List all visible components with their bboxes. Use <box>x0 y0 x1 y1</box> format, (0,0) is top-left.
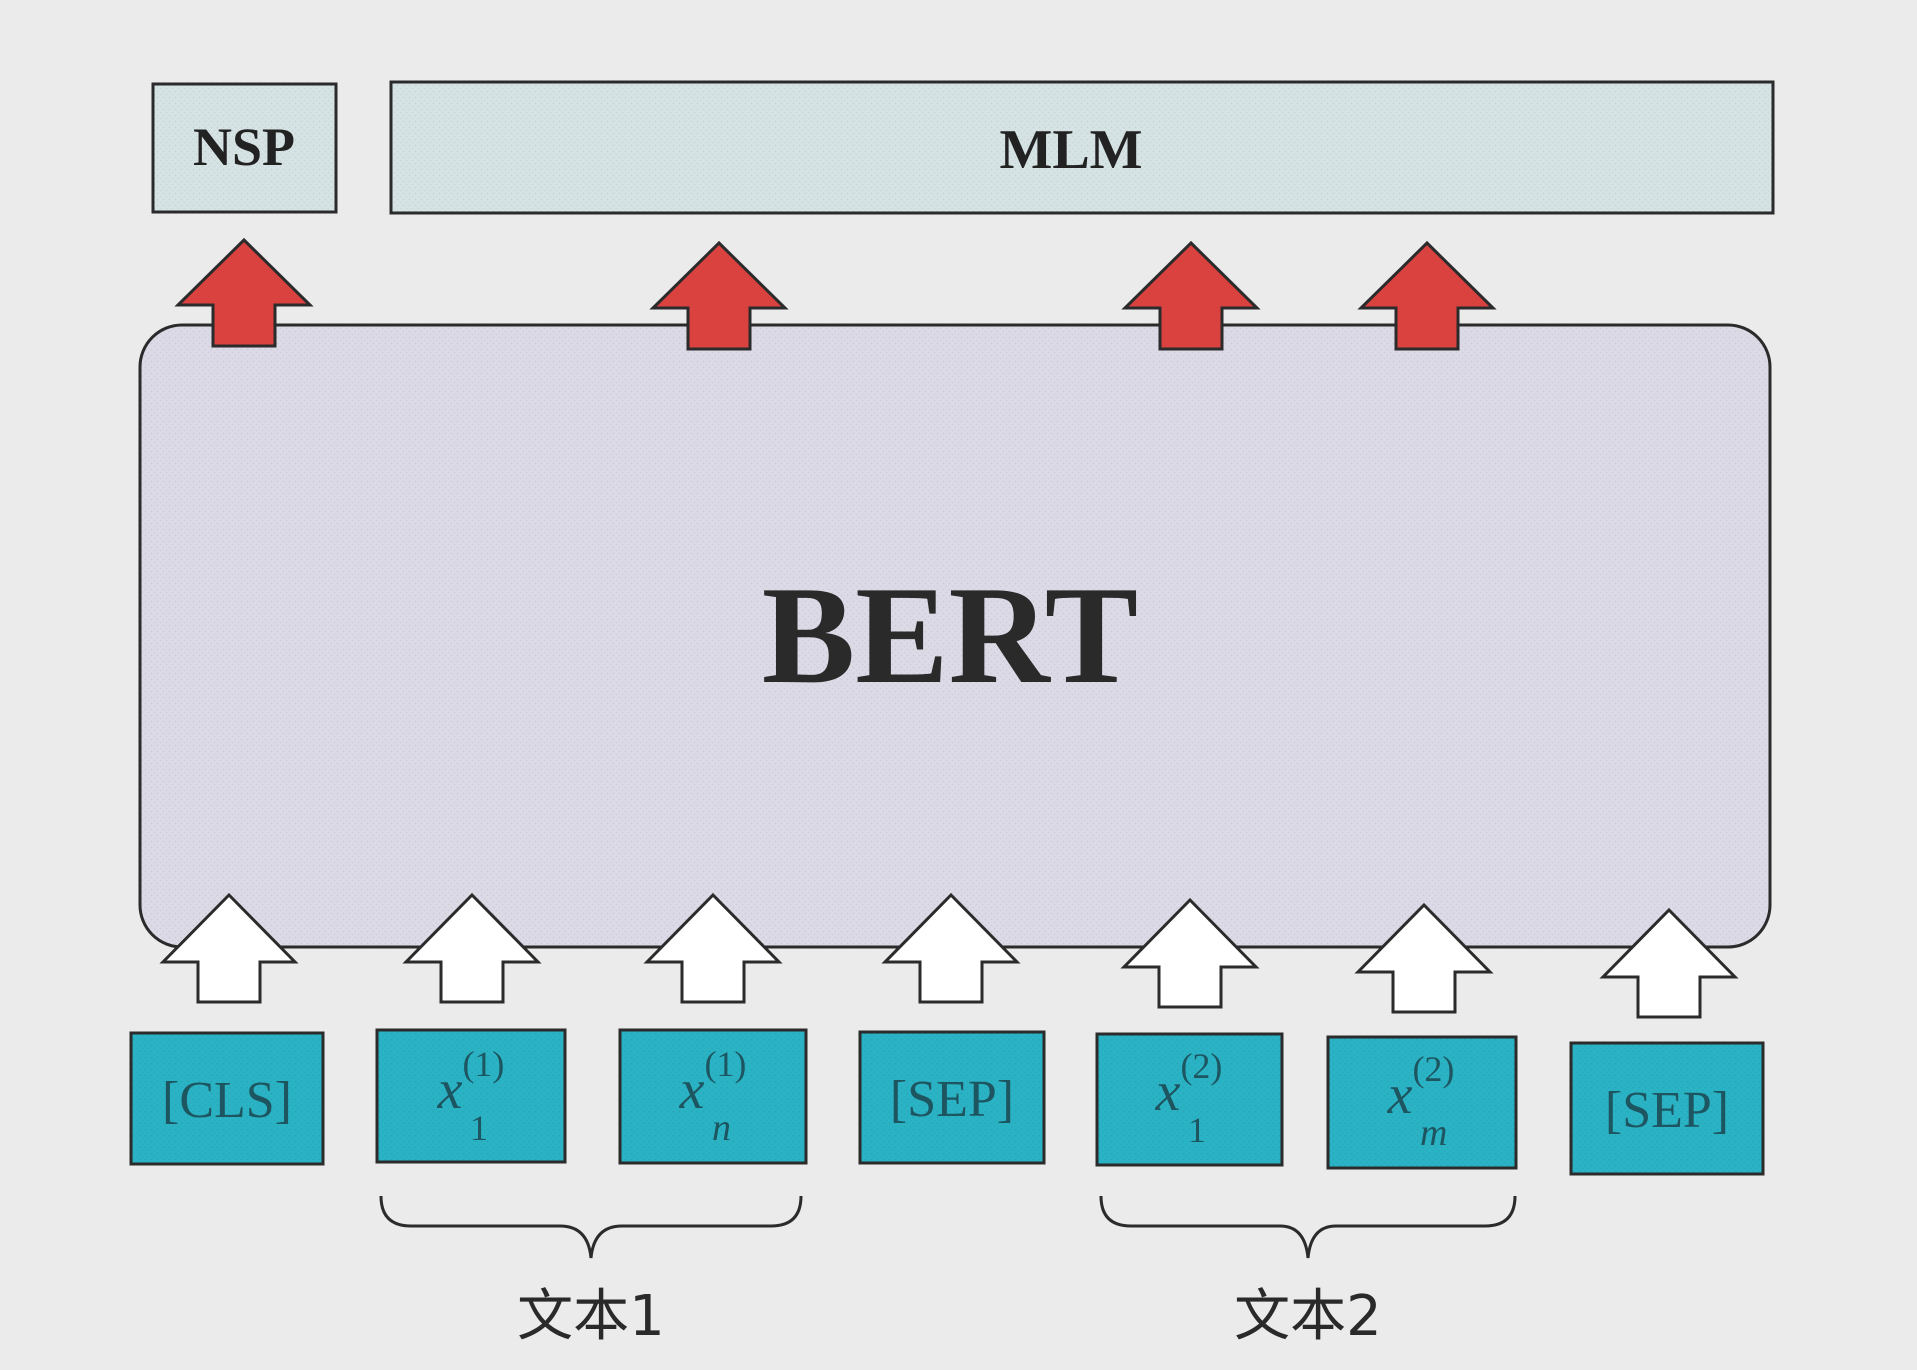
input-arrow-x1-2 <box>1120 897 1260 1009</box>
mlm-head: MLM <box>389 80 1775 215</box>
output-arrows <box>174 237 1497 351</box>
text1-brace <box>379 1195 803 1259</box>
text2-brace <box>1099 1195 1517 1259</box>
token-x1-text2-sub: 1 <box>1188 1110 1206 1150</box>
token-xn-text1: x(1) n <box>618 1028 808 1165</box>
token-x1-text1-sub: 1 <box>470 1108 488 1148</box>
input-arrow-xn-1 <box>643 892 783 1004</box>
input-tokens: [CLS] x(1) 1 x(1) n [SEP] <box>129 1028 1765 1176</box>
input-arrow-cls <box>159 892 299 1004</box>
token-cls: [CLS] <box>129 1031 325 1166</box>
input-arrows <box>159 892 1739 1019</box>
token-x1-text1: x(1) 1 <box>375 1028 567 1164</box>
text1-label: 文本1 <box>517 1284 665 1349</box>
token-xn-text1-sup: (1) <box>704 1044 746 1084</box>
token-xm-text2-sub: m <box>1420 1112 1447 1154</box>
input-arrow-x1-1 <box>402 892 542 1004</box>
token-sep-1: [SEP] <box>858 1030 1046 1165</box>
input-arrow-xm-2 <box>1354 902 1494 1014</box>
svg-text:x(2): x(2) <box>1155 1046 1223 1123</box>
token-xn-text1-sub: n <box>712 1107 731 1149</box>
token-x1-text2-sup: (2) <box>1180 1046 1222 1086</box>
token-x1-text1-base: x <box>437 1059 463 1121</box>
output-arrow-mlm-1 <box>649 240 789 351</box>
output-arrow-mlm-2 <box>1121 240 1261 351</box>
token-cls-label: [CLS] <box>162 1072 292 1129</box>
svg-text:x(2): x(2) <box>1387 1049 1455 1126</box>
token-x1-text2: x(2) 1 <box>1095 1032 1284 1167</box>
bert-label: BERT <box>762 558 1138 713</box>
token-x1-text2-base: x <box>1155 1061 1181 1123</box>
token-sep-2: [SEP] <box>1569 1041 1765 1176</box>
nsp-head: NSP <box>151 82 338 214</box>
token-sep-1-label: [SEP] <box>890 1071 1014 1128</box>
output-arrow-mlm-3 <box>1357 240 1497 351</box>
token-x1-text1-sup: (1) <box>462 1044 504 1084</box>
token-sep-2-label: [SEP] <box>1605 1082 1729 1139</box>
output-arrow-nsp <box>174 237 314 348</box>
input-arrow-sep-2 <box>1599 907 1739 1019</box>
bert-model: BERT <box>138 323 1772 949</box>
svg-text:x(1): x(1) <box>437 1044 505 1121</box>
input-arrow-sep-1 <box>881 892 1021 1004</box>
nsp-label: NSP <box>193 117 295 177</box>
text2-label: 文本2 <box>1234 1284 1382 1349</box>
token-xm-text2: x(2) m <box>1326 1035 1518 1170</box>
svg-text:x(1): x(1) <box>679 1044 747 1121</box>
mlm-label: MLM <box>999 119 1142 181</box>
token-xn-text1-base: x <box>679 1059 705 1121</box>
token-xm-text2-sup: (2) <box>1412 1049 1454 1089</box>
token-xm-text2-base: x <box>1387 1064 1413 1126</box>
